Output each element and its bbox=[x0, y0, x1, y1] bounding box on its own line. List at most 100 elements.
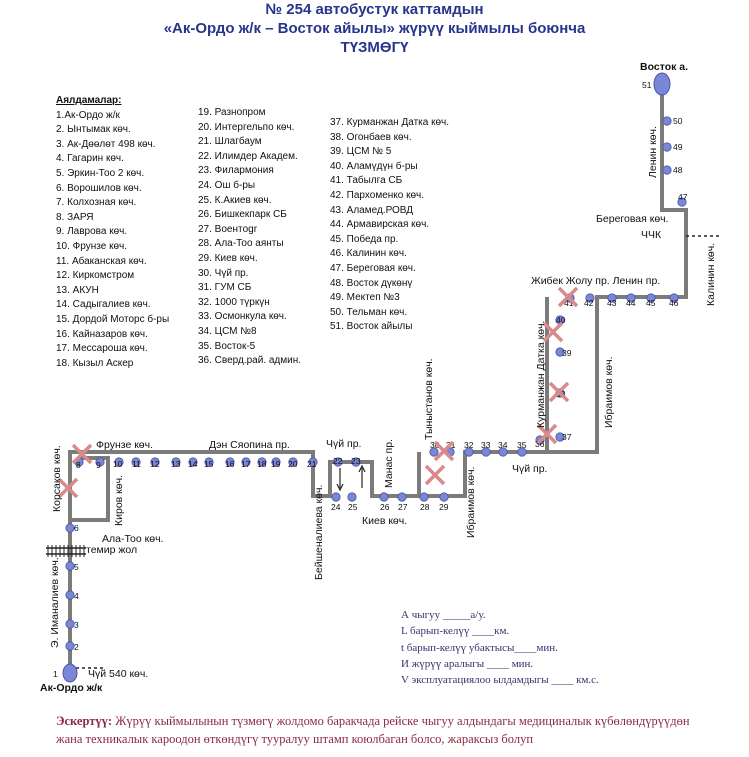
legend-item: 19. Разнопром bbox=[198, 107, 266, 118]
legend-item: 10. Фрунзе көч. bbox=[56, 240, 127, 252]
stop-number-35: 35 bbox=[517, 440, 527, 450]
stop-number-20: 20 bbox=[288, 459, 298, 469]
legend-item: 2. Ынтымак көч. bbox=[56, 124, 131, 136]
stop-43 bbox=[607, 293, 617, 303]
stop-number-16: 16 bbox=[225, 459, 235, 469]
legend-item: 43. Аламед.РОВД bbox=[330, 204, 414, 216]
stop-3 bbox=[65, 619, 75, 629]
stop-number-33: 33 bbox=[481, 440, 491, 450]
route-info-block: А чыгуу _____а/у. L барып-келүү ____км. … bbox=[401, 607, 599, 688]
stop-number-1: 1 bbox=[53, 669, 58, 679]
legend-item: 46. Калинин көч. bbox=[330, 248, 407, 260]
stop-number-46: 46 bbox=[669, 298, 679, 308]
legend-item: 15. Дордой Моторс б-ры bbox=[56, 313, 170, 325]
legend-item: 50. Тельман көч. bbox=[330, 306, 408, 318]
x-stroke bbox=[557, 286, 579, 308]
stop-15 bbox=[204, 457, 214, 467]
legend-item: 1.Ак-Ордо ж/к bbox=[56, 109, 120, 121]
closed-stop-x bbox=[536, 423, 558, 445]
stop-22 bbox=[333, 457, 343, 467]
label-lenin_vert: Ленин көч. bbox=[647, 126, 659, 178]
stop-number-13: 13 bbox=[171, 459, 181, 469]
stop-number-27: 27 bbox=[398, 502, 408, 512]
legend-item: 25. К.Акиев көч. bbox=[198, 194, 272, 206]
stop-25 bbox=[347, 492, 357, 502]
stop-42 bbox=[585, 293, 595, 303]
x-stroke bbox=[57, 477, 79, 499]
stop-number-2: 2 bbox=[74, 642, 79, 652]
stop-number-42: 42 bbox=[584, 298, 594, 308]
legend-item: 11. Абаканская көч. bbox=[56, 255, 147, 267]
stop-13 bbox=[171, 457, 181, 467]
closed-stop-x bbox=[71, 443, 93, 465]
stop-number-5: 5 bbox=[74, 562, 79, 572]
stop-44 bbox=[626, 293, 636, 303]
legend-item: 20. Интергельпо көч. bbox=[198, 121, 295, 133]
legend-item: 6. Ворошилов көч. bbox=[56, 182, 142, 194]
label-manas: Манас пр. bbox=[383, 439, 395, 488]
stop-number-19: 19 bbox=[271, 459, 281, 469]
closed-stop-x bbox=[57, 477, 79, 499]
stop-number-45: 45 bbox=[646, 298, 656, 308]
route-title-name: «Ак-Ордо ж/к – Восток айылы» жүрүү кыймы… bbox=[163, 20, 586, 37]
stop-17 bbox=[241, 457, 251, 467]
legend-item: 18. Кызыл Аскер bbox=[56, 357, 134, 369]
x-stroke bbox=[424, 464, 446, 486]
x-stroke bbox=[542, 321, 564, 343]
legend-item: 28. Ала-Тоо аянты bbox=[198, 238, 284, 250]
legend-item: 17. Мессароша көч. bbox=[56, 343, 148, 355]
stop-34 bbox=[498, 447, 508, 457]
route-lines bbox=[68, 92, 720, 669]
label-vostok: Восток а. bbox=[640, 61, 688, 73]
stop-11 bbox=[131, 457, 141, 467]
stop-number-29: 29 bbox=[439, 502, 449, 512]
stop-19 bbox=[271, 457, 281, 467]
stop-number-49: 49 bbox=[673, 142, 683, 152]
direction-arrow-head bbox=[336, 483, 344, 492]
stop-number-12: 12 bbox=[150, 459, 160, 469]
legend-item: 38. Огонбаев көч. bbox=[330, 131, 412, 143]
stop-number-11: 11 bbox=[132, 459, 141, 469]
legend-item: 49. Мектеп №3 bbox=[330, 292, 400, 304]
footnote-text: Жүрүү кыймылынын түзмөгү жолдомо баракча… bbox=[56, 714, 690, 746]
legend-item: 34. ЦСМ №8 bbox=[198, 325, 257, 337]
stop-29 bbox=[439, 492, 449, 502]
label-akordo: Ак-Ордо ж/к bbox=[40, 682, 103, 694]
legend-item: 39. ЦСМ № 5 bbox=[330, 146, 392, 158]
stop-2 bbox=[65, 641, 75, 651]
legend-item: 14. Садыгалиев көч. bbox=[56, 299, 151, 311]
label-kirov: Киров көч. bbox=[113, 475, 125, 526]
stop-number-24: 24 bbox=[331, 502, 341, 512]
stop-number-17: 17 bbox=[241, 459, 251, 469]
label-tynystanov: Тыныстанов көч. bbox=[423, 358, 435, 440]
legend-item: 32. 1000 түркүн bbox=[198, 296, 270, 308]
route-segment bbox=[68, 92, 688, 668]
legend-item: 48. Восток дүкөнү bbox=[330, 277, 413, 289]
stop-number-6: 6 bbox=[74, 523, 79, 533]
stop-16 bbox=[225, 457, 235, 467]
stop-number-18: 18 bbox=[257, 459, 267, 469]
stop-number-51: 51 bbox=[642, 80, 652, 90]
label-imanaliev: Э. Иманалиев көч. bbox=[49, 557, 61, 648]
stop-9 bbox=[95, 457, 105, 467]
closed-stop-x bbox=[548, 381, 570, 403]
closed-stop-x bbox=[424, 464, 446, 486]
stop-45 bbox=[646, 293, 656, 303]
legend-column-3: 37. Курманжан Датка көч.38. Огонбаев көч… bbox=[330, 116, 449, 335]
label-alatoo: Ала-Тоо көч. bbox=[102, 533, 163, 545]
legend-item: 4. Гагарин көч. bbox=[56, 153, 124, 165]
x-stroke bbox=[536, 423, 558, 445]
stop-number-40: 40 bbox=[556, 315, 566, 325]
stop-32 bbox=[464, 447, 474, 457]
stop-14 bbox=[188, 457, 198, 467]
legend-item: 41. Табылга СБ bbox=[330, 175, 403, 187]
stop-28 bbox=[419, 492, 429, 502]
stop-number-50: 50 bbox=[673, 116, 683, 126]
closed-stop-marks bbox=[57, 286, 579, 499]
stop-number-28: 28 bbox=[420, 502, 430, 512]
label-ibraimov1: Ибраимов көч. bbox=[603, 357, 615, 428]
